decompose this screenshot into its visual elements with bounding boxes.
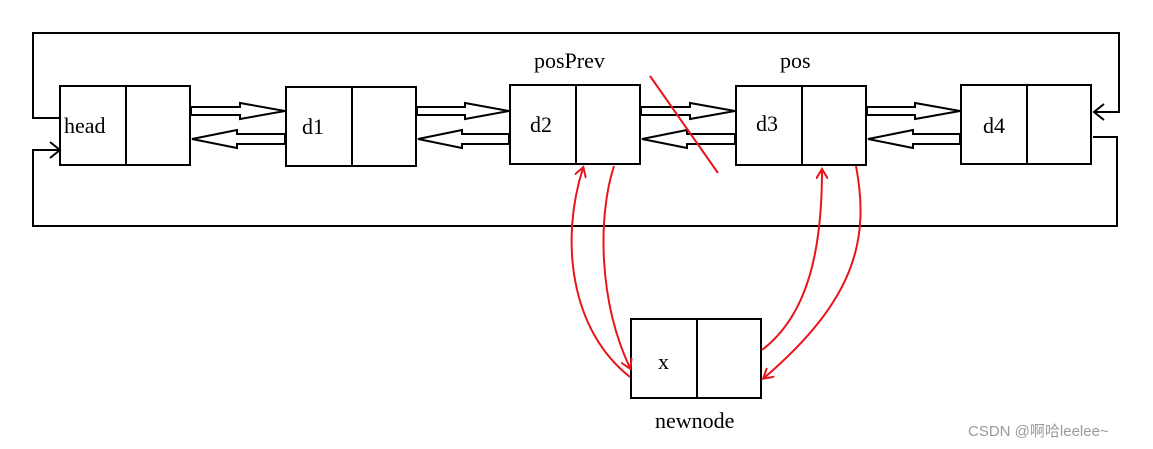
pointer-label-pos: pos xyxy=(780,48,811,73)
arrow-newnode-next-to-d3 xyxy=(761,170,822,351)
node-newnode: x xyxy=(630,318,762,399)
prev-arrow-d1-head xyxy=(191,128,286,150)
node-head: head xyxy=(59,85,191,166)
node-d2: d2 xyxy=(509,84,641,165)
arrow-d2-next-to-newnode xyxy=(602,165,630,368)
node-head-label: head xyxy=(64,113,106,138)
prev-arrow-d3-d2 xyxy=(641,128,736,150)
next-arrow-d1-d2 xyxy=(416,101,510,121)
node-d3-label: d3 xyxy=(756,111,778,136)
loop-top-line xyxy=(32,32,1120,119)
pointer-label-newnode: newnode xyxy=(655,408,734,433)
next-arrow-d2-d3 xyxy=(640,101,736,121)
removed-link-strike xyxy=(649,75,719,174)
node-d3: d3 xyxy=(735,85,867,166)
loop-bottom-line xyxy=(32,136,1118,227)
links xyxy=(190,101,961,150)
prev-arrow-d2-d1 xyxy=(417,128,510,150)
node-d2-label: d2 xyxy=(530,112,552,137)
watermark-text: CSDN @啊哈leelee~ xyxy=(968,423,1109,440)
arrow-newnode-prev-to-d2 xyxy=(570,168,631,378)
node-d1-label: d1 xyxy=(302,114,324,139)
insert-arrows xyxy=(570,165,862,378)
node-d4: d4 xyxy=(960,84,1092,165)
next-arrow-d3-d4 xyxy=(866,101,961,121)
pointer-label-posprev: posPrev xyxy=(534,48,605,73)
node-d1: d1 xyxy=(285,86,417,167)
arrow-d3-prev-to-newnode xyxy=(764,165,862,378)
loop-top-arrowhead xyxy=(1092,103,1105,121)
circular-loop xyxy=(32,32,1120,227)
prev-arrow-d4-d3 xyxy=(867,128,961,150)
node-newnode-label: x xyxy=(658,349,669,374)
node-d4-label: d4 xyxy=(983,113,1005,138)
next-arrow-head-d1 xyxy=(190,101,286,121)
